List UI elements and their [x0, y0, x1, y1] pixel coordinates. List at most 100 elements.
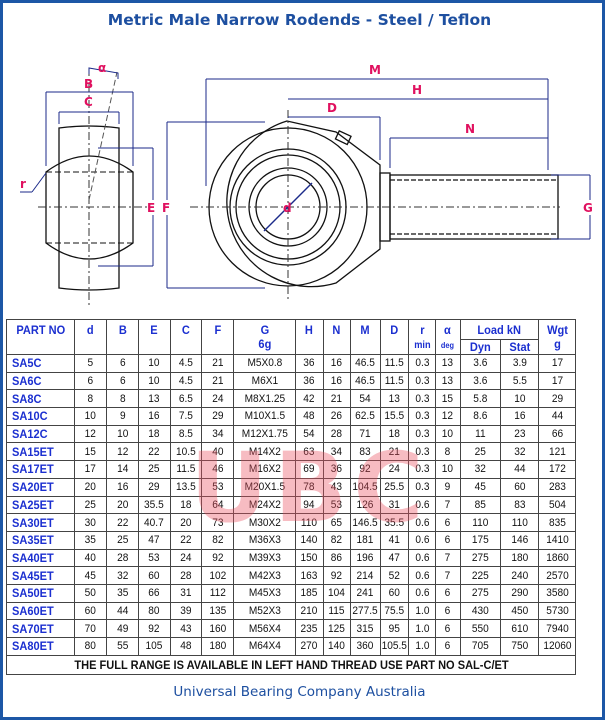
value-cell: 0.3 [409, 477, 435, 497]
value-cell: 14 [107, 460, 138, 479]
value-cell: 47 [139, 530, 170, 550]
value-cell: 75.5 [380, 601, 408, 621]
value-cell: 8 [74, 389, 106, 409]
value-cell: 24 [202, 389, 233, 409]
header-dd: D [380, 319, 408, 355]
value-cell: 50 [74, 583, 106, 603]
value-cell: 31 [380, 495, 408, 515]
value-cell: 16 [501, 407, 538, 426]
d-dim-label: D [327, 101, 337, 115]
value-cell: M39X3 [235, 548, 294, 568]
value-cell: 21 [202, 371, 233, 391]
value-cell: 73 [202, 513, 233, 532]
value-cell: 41 [380, 530, 408, 550]
value-cell: 66 [539, 424, 575, 444]
value-cell: 11.5 [380, 371, 408, 391]
value-cell: 26 [323, 407, 350, 426]
value-cell: 10 [139, 371, 170, 391]
value-cell: 18 [170, 495, 202, 515]
value-cell: 21 [380, 442, 408, 462]
value-cell: 5730 [539, 601, 575, 621]
value-cell: 10 [435, 460, 460, 479]
header-stat: Stat [501, 339, 538, 355]
value-cell: 7 [435, 548, 460, 568]
value-cell: 290 [501, 583, 538, 603]
value-cell: 11 [461, 424, 500, 444]
header-wgt-sub: g [553, 337, 561, 351]
value-cell: 0.6 [409, 495, 435, 515]
company-footer: Universal Bearing Company Australia [173, 684, 426, 700]
value-cell: 225 [461, 566, 500, 585]
value-cell: 34 [323, 442, 350, 462]
header-h: H [296, 319, 323, 355]
value-cell: 12 [435, 407, 460, 426]
value-cell: 53 [202, 477, 233, 497]
value-cell: 5 [74, 354, 106, 373]
value-cell: 550 [461, 619, 500, 638]
value-cell: 43 [323, 477, 350, 497]
value-cell: 22 [139, 442, 170, 462]
value-cell: 181 [350, 530, 380, 550]
value-cell: 17 [539, 354, 575, 373]
part-number-cell: SA6C [8, 371, 72, 391]
value-cell: 28 [170, 566, 202, 585]
header-g-sub: 6g [258, 337, 271, 351]
value-cell: 25 [461, 442, 500, 462]
value-cell: 180 [202, 637, 233, 656]
value-cell: 13 [435, 354, 460, 373]
value-cell: M12X1.75 [235, 424, 294, 444]
value-cell: 44 [501, 460, 538, 479]
value-cell: 15 [74, 442, 106, 462]
part-number-cell: SA30ET [8, 513, 72, 532]
value-cell: 110 [501, 513, 538, 532]
value-cell: 450 [501, 601, 538, 621]
value-cell: 0.6 [409, 530, 435, 550]
value-cell: 13 [380, 389, 408, 409]
value-cell: 104 [323, 583, 350, 603]
value-cell: 121 [539, 442, 575, 462]
value-cell: M36X3 [235, 530, 294, 550]
value-cell: 25 [107, 530, 138, 550]
value-cell: 16 [107, 477, 138, 497]
value-cell: 3.9 [501, 354, 538, 373]
value-cell: 0.6 [409, 513, 435, 532]
value-cell: 36 [323, 460, 350, 479]
value-cell: 270 [296, 637, 323, 656]
value-cell: 20 [74, 477, 106, 497]
value-cell: 24 [380, 460, 408, 479]
value-cell: 105.5 [380, 637, 408, 656]
value-cell: 835 [539, 513, 575, 532]
value-cell: 6 [435, 619, 460, 638]
value-cell: 8 [107, 389, 138, 409]
value-cell: 7.5 [170, 407, 202, 426]
part-number-cell: SA15ET [8, 442, 72, 462]
value-cell: 6 [107, 354, 138, 373]
header-g-label: G [260, 323, 269, 337]
value-cell: 125 [323, 619, 350, 638]
value-cell: 9 [435, 477, 460, 497]
value-cell: M24X2 [235, 495, 294, 515]
value-cell: 10 [139, 354, 170, 373]
value-cell: 0.6 [409, 583, 435, 603]
value-cell: 0.6 [409, 548, 435, 568]
value-cell: 430 [461, 601, 500, 621]
value-cell: 47 [380, 548, 408, 568]
value-cell: 160 [202, 619, 233, 638]
value-cell: 40.7 [139, 513, 170, 532]
alpha-label: α [98, 61, 106, 75]
value-cell: 10 [435, 424, 460, 444]
m-label: M [369, 63, 381, 77]
value-cell: 71 [350, 424, 380, 444]
value-cell: M52X3 [235, 601, 294, 621]
value-cell: 20 [107, 495, 138, 515]
value-cell: 750 [501, 637, 538, 656]
value-cell: 8 [435, 442, 460, 462]
value-cell: 0.3 [409, 389, 435, 409]
value-cell: 21 [202, 354, 233, 373]
